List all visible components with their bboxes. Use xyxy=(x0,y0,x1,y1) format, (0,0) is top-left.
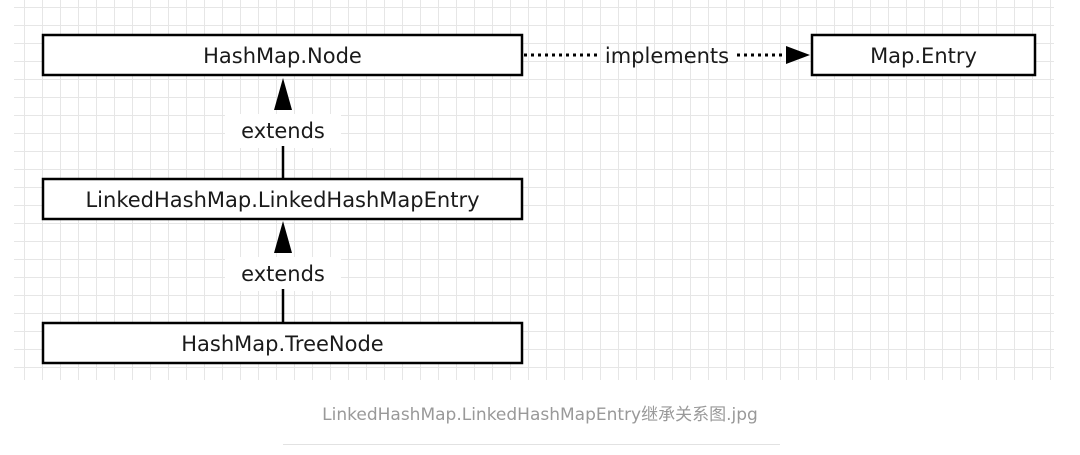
node-map-entry xyxy=(810,33,1037,77)
node-linked-hashmap-entry xyxy=(41,177,524,221)
implements-label: implements xyxy=(605,44,729,68)
extends-upper-arrowhead xyxy=(274,78,292,110)
extends-lower-label-bg xyxy=(225,257,341,291)
class-hierarchy-diagram: implements extends extends HashMap.Node … xyxy=(41,33,1037,365)
node-hashmap-node-label: HashMap.Node xyxy=(203,44,362,68)
node-hashmap-node xyxy=(41,33,524,77)
image-caption: LinkedHashMap.LinkedHashMapEntry继承关系图.jp… xyxy=(322,405,758,425)
node-map-entry-label: Map.Entry xyxy=(870,44,977,68)
extends-upper-label: extends xyxy=(241,119,325,143)
node-linked-hashmap-entry-label: LinkedHashMap.LinkedHashMapEntry xyxy=(85,188,479,212)
extends-upper-label-bg xyxy=(225,114,341,148)
node-tree-node-label: HashMap.TreeNode xyxy=(181,332,383,356)
caption-divider xyxy=(283,444,780,445)
extends-lower-label: extends xyxy=(241,262,325,286)
node-tree-node xyxy=(41,321,524,365)
extends-lower-arrowhead xyxy=(274,221,292,253)
implements-arrowhead xyxy=(786,46,810,64)
